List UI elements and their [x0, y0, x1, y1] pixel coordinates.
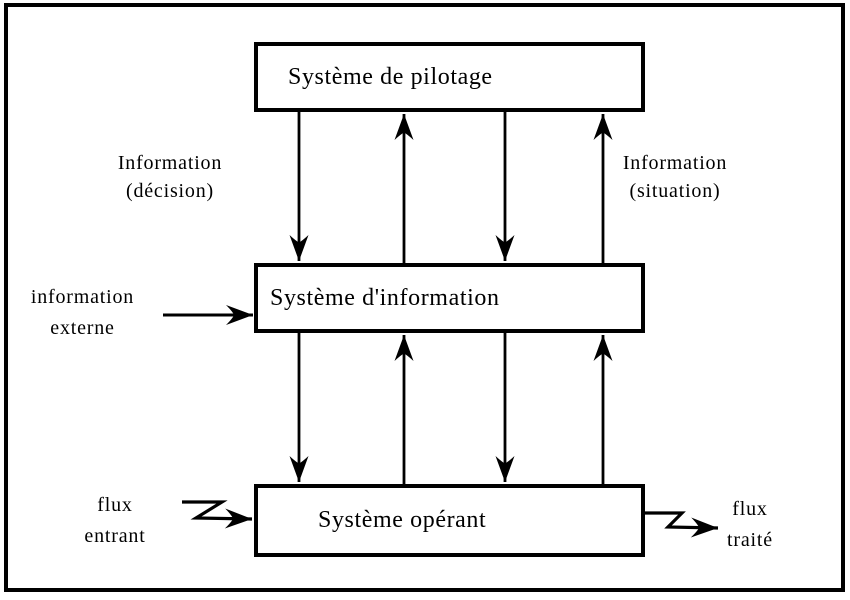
- label-information-situation-line1: Information: [622, 152, 728, 174]
- box-systeme-operant: Système opérant: [254, 484, 645, 557]
- box-systeme-pilotage: Système de pilotage: [254, 42, 645, 112]
- label-flux-traite-line1: flux: [732, 498, 768, 520]
- label-information-externe-line2: externe: [50, 317, 115, 339]
- box-systeme-information: Système d'information: [254, 263, 645, 333]
- label-flux-entrant-line1: flux: [97, 494, 133, 516]
- label-information-decision-line2: (décision): [126, 180, 214, 202]
- label-information-externe: information externe: [15, 282, 150, 344]
- label-information-situation-line2: (situation): [629, 180, 721, 202]
- label-information-situation: Information (situation): [600, 149, 750, 205]
- label-information-externe-line1: information: [30, 286, 135, 308]
- label-information-decision: Information (décision): [95, 149, 245, 205]
- diagram-frame: [4, 3, 845, 592]
- label-flux-entrant-line2: entrant: [84, 525, 146, 547]
- box-systeme-information-label: Système d'information: [270, 284, 500, 311]
- label-flux-traite-line2: traité: [727, 529, 773, 551]
- label-flux-entrant: flux entrant: [70, 490, 160, 552]
- box-systeme-pilotage-label: Système de pilotage: [288, 63, 493, 90]
- label-information-decision-line1: Information: [117, 152, 223, 174]
- label-flux-traite: flux traité: [710, 494, 790, 556]
- box-systeme-operant-label: Système opérant: [318, 507, 487, 533]
